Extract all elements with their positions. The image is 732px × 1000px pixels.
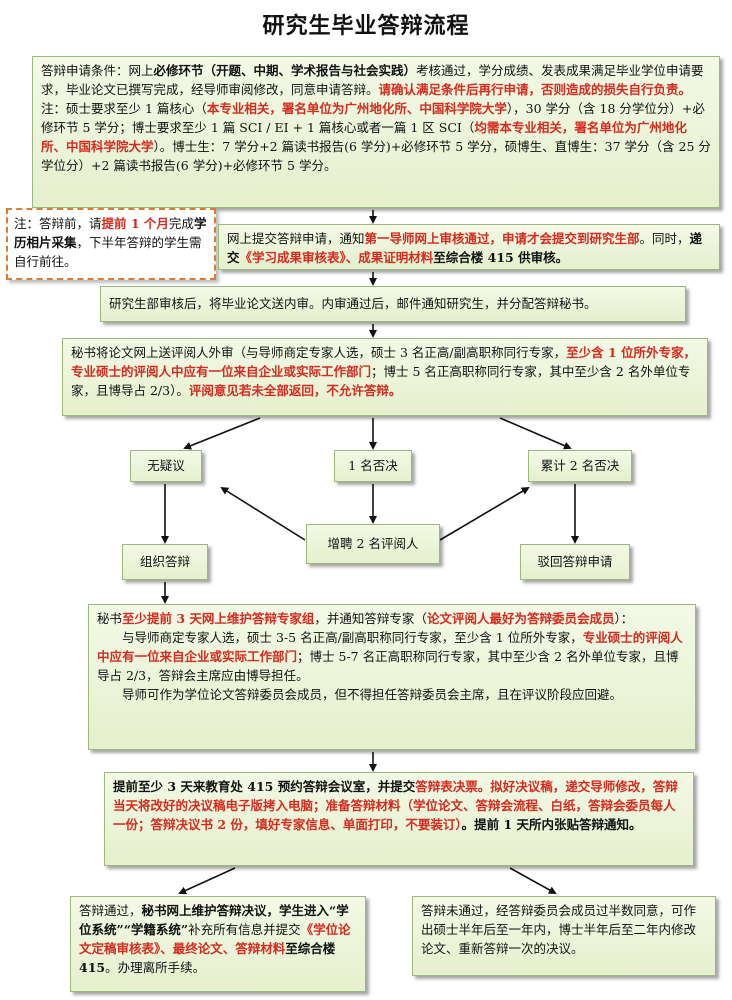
text-segment: 答辩申请条件：网上 xyxy=(41,63,154,78)
text-segment: 。同时， xyxy=(639,231,690,246)
text-segment: 专业硕士的评阅人中应有一位来自企业或实际工作部门 xyxy=(97,630,683,664)
defense-fail-box: 答辩未通过，经答辩委员会成员过半数同意，可作出硕士半年后至一年内，博士半年后至二… xyxy=(412,896,716,976)
text-segment: ）： xyxy=(614,611,634,626)
text-segment: ；博士 5 名正高职称同行专家，其中至少含 2 名外单位专家，且博导占 2/3）… xyxy=(71,364,691,398)
text-segment: 。提前 1 天所内张贴答辩通知。 xyxy=(461,817,642,832)
arrow-booking-pass xyxy=(178,867,236,895)
text-segment: 答辩表决票。拟好决议稿，递交导师修改，答辩当天将改好的决议稿电子版拷入电脑；准备… xyxy=(113,779,678,832)
text-segment: ），30 学分（含 18 分学位分）+必修环节 5 学分；博士要求至少 1 篇 … xyxy=(41,101,705,135)
text-segment: 网上提交答辩申请，通知 xyxy=(227,231,365,246)
text-segment: 。办理离所手续。 xyxy=(105,960,206,975)
apply-conditions-box: 答辩申请条件：网上必修环节（开题、中期、学术报告与社会实践）考核通过，学分成绩、… xyxy=(32,56,720,208)
text-segment: 提前 1 个月 xyxy=(101,216,169,231)
text-segment: 本专业相关，署名单位为广州地化所、中国科学院大学 xyxy=(206,101,507,116)
node-one-reject: 1 名否决 xyxy=(334,450,412,482)
text-segment: 秘书 xyxy=(97,611,123,626)
text-segment: 答辩通过， xyxy=(79,903,142,918)
text-segment: 评阅意见若未全部返回，不允许答辩。 xyxy=(188,383,402,398)
text-segment: 请确认满足条件后再行申请，否则造成的损失自行负责。 xyxy=(378,82,692,97)
text-segment: 必修环节（开题、中期、学术报告与社会实践） xyxy=(153,63,417,78)
online-submission-box: 网上提交答辩申请，通知第一导师网上审核通过，申请才会提交到研究生部。同时，递交《… xyxy=(218,224,720,270)
text-segment: 递交 xyxy=(227,231,703,265)
text-segment: 答辩未通过，经答辩委员会成员过半数同意，可作出硕士半年后至一年内，博士半年后至二… xyxy=(421,903,697,956)
text-segment: 考核通过，学分成绩、发表成果满足毕业学位申请要求，毕业论文已撰写完成，经导师审阅… xyxy=(41,63,704,97)
arrow-external-noobjection xyxy=(183,417,261,450)
text-segment: 与导师商定专家人选，硕士 3-5 名正高/副高职称同行专家，至少含 1 位所外专… xyxy=(122,630,583,645)
text-segment: 导师可作为学位论文答辩委员会成员，但不得担任答辩委员会主席，且在评议阶段应回避。 xyxy=(122,687,623,702)
text-segment: 至综合楼 415 xyxy=(79,941,336,975)
text-segment: 提前至少 3 天来教育处 415 预约答辩会议室，并提交 xyxy=(113,779,416,794)
node-no-objection: 无疑议 xyxy=(130,450,202,482)
text-segment: 至少提前 3 天网上维护答辩专家组 xyxy=(122,611,315,626)
arrow-external-tworeject xyxy=(499,417,572,450)
page-title: 研究生毕业答辩流程 xyxy=(262,14,470,39)
node-reject-application: 驳回答辩申请 xyxy=(520,544,630,580)
arrow-add-tworeject xyxy=(439,486,530,541)
text-segment: 《学习成果审核表》、成果证明材料 xyxy=(239,250,434,265)
defense-pass-box: 答辩通过，秘书网上维护答辩决议，学生进入“学位系统”“学籍系统”补充所有信息并提… xyxy=(70,896,366,992)
text-segment: 学历相片采集 xyxy=(14,216,207,250)
external-review-box: 秘书将论文网上送评阅人外审（与导师商定专家人选，硕士 3 名正高/副高职称同行专… xyxy=(62,338,708,416)
internal-review-box: 研究生部审核后，将毕业论文送内审。内审通过后，邮件通知研究生，并分配答辩秘书。 xyxy=(100,286,686,322)
photo-collection-note: 注：答辩前，请提前 1 个月完成学历相片采集，下半年答辩的学生需自行前往。 xyxy=(6,208,216,280)
text-segment: 补充所有信息并提交 xyxy=(188,922,301,937)
node-organize-defense: 组织答辩 xyxy=(122,544,208,580)
text-segment: 研究生部审核后，将毕业论文送内审。内审通过后，邮件通知研究生，并分配答辩秘书。 xyxy=(109,296,597,311)
text-segment: 《学位论文定稿审核表》、最终论文、答辩材料 xyxy=(79,922,351,956)
text-segment: ；博士 5-7 名正高职称同行专家，其中至少含 2 名外单位专家，且博导占 2/… xyxy=(97,649,679,683)
arrow-add-noobjection xyxy=(220,486,306,541)
text-segment: 至少含 1 位所外专家，专业硕士的评阅人中应有一位来自企业或实际工作部门 xyxy=(71,345,697,379)
node-add-reviewers: 增聘 2 名评阅人 xyxy=(306,524,440,564)
text-segment: 论文评阅人最好为答辩委员会成员 xyxy=(426,611,615,626)
text-segment: ，下半年答辩的学生需自行前往。 xyxy=(14,235,202,269)
room-booking-box: 提前至少 3 天来教育处 415 预约答辩会议室，并提交答辩表决票。拟好决议稿，… xyxy=(104,772,694,866)
text-segment: 至综合楼 415 供审核。 xyxy=(433,250,569,265)
arrow-booking-fail xyxy=(509,867,557,894)
node-two-reject: 累计 2 名否决 xyxy=(528,450,632,482)
text-segment: 注：答辩前，请 xyxy=(14,216,102,231)
text-segment: ）。博士生：7 学分+2 篇读书报告(6 学分)+必修环节 5 学分，硕博生、直… xyxy=(41,139,711,173)
text-segment: 秘书将论文网上送评阅人外审（与导师商定专家人选，硕士 3 名正高/副高职称同行专… xyxy=(71,345,567,360)
committee-setup-box: 秘书至少提前 3 天网上维护答辩专家组，并通知答辩专家（论文评阅人最好为答辩委员… xyxy=(88,604,696,750)
text-segment: 秘书网上维护答辩决议，学生进入“学位系统”“学籍系统” xyxy=(79,903,349,937)
text-segment: 均需本专业相关，署名单位为广州地化所、中国科学院大学 xyxy=(41,120,687,154)
text-segment: 第一导师网上审核通过，申请才会提交到研究生部 xyxy=(364,231,640,246)
text-segment: 完成 xyxy=(168,216,194,231)
text-segment: ，并通知答辩专家（ xyxy=(314,611,427,626)
text-segment: 注：硕士要求至少 1 篇核心（ xyxy=(41,101,207,116)
